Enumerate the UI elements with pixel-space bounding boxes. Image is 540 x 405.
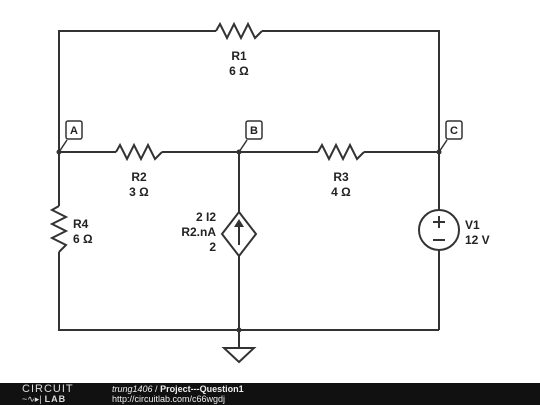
- v1-name-label: V1: [465, 218, 480, 232]
- project-title[interactable]: Project---Question1: [160, 384, 244, 394]
- ground-icon[interactable]: [221, 347, 257, 364]
- junction-dot: [236, 327, 242, 333]
- wire-r4-bottom: [58, 252, 439, 331]
- node-tag-c[interactable]: C: [438, 120, 463, 153]
- r1-name-label: R1: [231, 49, 247, 63]
- node-tag-a[interactable]: A: [58, 120, 83, 153]
- logo-bottom: ~∿▸|LAB: [22, 394, 66, 404]
- author-link[interactable]: trung1406: [112, 384, 153, 394]
- wires: [58, 30, 440, 348]
- circuitlab-logo[interactable]: CIRCUIT ~∿▸|LAB: [22, 383, 94, 405]
- r1-value-label: 6 Ω: [229, 64, 249, 78]
- dep-source-gain-label: 2 I2: [196, 210, 216, 224]
- logo-wave-icon: ~∿▸|: [22, 394, 42, 404]
- dep-source-divisor-label: 2: [209, 240, 216, 254]
- node-label-c: C: [450, 125, 458, 137]
- r4-name-label: R4: [73, 217, 89, 231]
- footer-meta: trung1406 / Project---Question1 http://c…: [112, 384, 244, 404]
- r3-name-label: R3: [333, 170, 349, 184]
- resistor-r1[interactable]: [215, 21, 263, 41]
- circuit-schematic: A B C R1 6 Ω R2 3 Ω R3 4 Ω R4 6 Ω V1 12 …: [49, 21, 490, 364]
- wire-top-left: [58, 30, 216, 152]
- node-label-b: B: [250, 125, 258, 137]
- wire-top-right: [262, 30, 440, 152]
- v1-value-label: 12 V: [465, 233, 490, 247]
- r2-value-label: 3 Ω: [129, 185, 149, 199]
- arrow-up-icon: [234, 219, 244, 227]
- project-url[interactable]: http://circuitlab.com/c66wgdj: [112, 394, 226, 404]
- node-label-a: A: [70, 125, 78, 137]
- logo-bottom-text: LAB: [44, 394, 67, 404]
- node-tag-b[interactable]: B: [238, 120, 263, 153]
- title-separator: /: [152, 384, 161, 394]
- voltage-source-v1[interactable]: [418, 209, 460, 251]
- resistor-r4[interactable]: [49, 205, 69, 253]
- r2-name-label: R2: [131, 170, 147, 184]
- dependent-current-source[interactable]: [220, 210, 258, 258]
- resistor-r2[interactable]: [115, 142, 163, 162]
- r4-value-label: 6 Ω: [73, 232, 93, 246]
- footer-bar: CIRCUIT ~∿▸|LAB trung1406 / Project---Qu…: [0, 383, 540, 405]
- resistor-r3[interactable]: [317, 142, 365, 162]
- dep-source-ref-label: R2.nA: [181, 225, 216, 239]
- r3-value-label: 4 Ω: [331, 185, 351, 199]
- logo-top-text: CIRCUIT: [22, 383, 74, 395]
